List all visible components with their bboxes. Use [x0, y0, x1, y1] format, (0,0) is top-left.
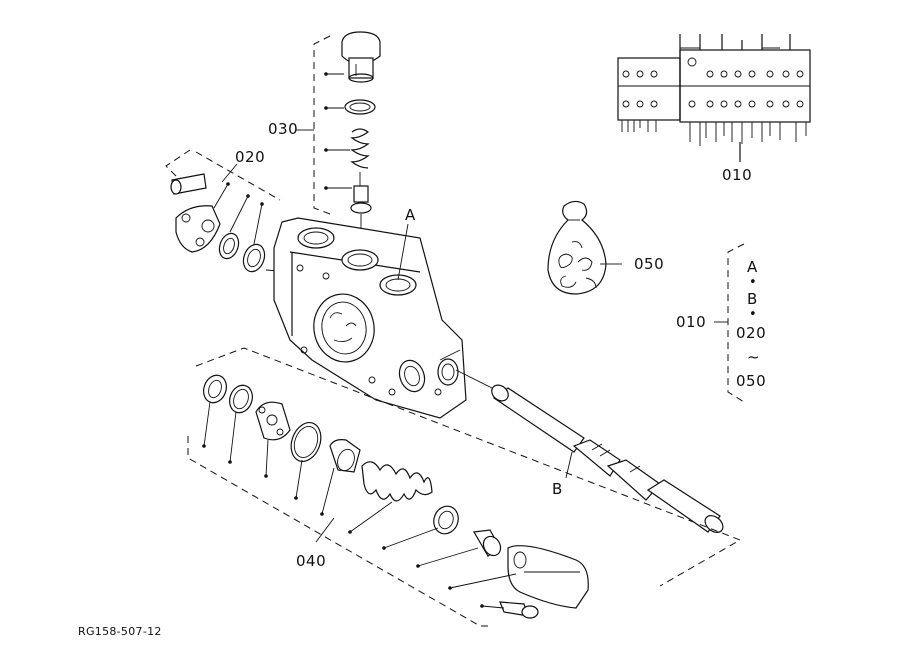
legend-range-tilde: ~ [747, 348, 761, 366]
callout-010-side: 010 [676, 313, 707, 331]
spool [455, 369, 724, 533]
thumbnail-ports [622, 57, 804, 108]
reference-a: A [405, 206, 416, 224]
valve-body [273, 217, 467, 419]
legend-item-020: 020 [736, 324, 767, 342]
kit-legend-bracket [714, 243, 745, 403]
legend-separator: • [749, 275, 758, 290]
reference-leaders [296, 129, 409, 281]
spool-end-group [187, 347, 742, 627]
reference-b: B [552, 480, 563, 498]
drawing-code: RG158-507-12 [78, 625, 162, 638]
valve-assembly-thumbnail [617, 34, 811, 162]
side-plug-group [165, 149, 293, 273]
relief-valve-group [302, 31, 381, 252]
callout-020: 020 [235, 148, 266, 166]
callout-030: 030 [268, 120, 299, 138]
thumbnail-spool-tops [680, 34, 791, 50]
callout-040: 040 [296, 552, 327, 570]
legend-item-b: B [747, 290, 758, 308]
callout-050: 050 [634, 255, 665, 273]
seal-kit-bag [547, 200, 622, 295]
legend-item-050: 050 [736, 372, 767, 390]
callout-010-top: 010 [722, 166, 753, 184]
thumbnail-spool-bottoms [621, 120, 807, 146]
legend-item-a: A [747, 258, 758, 276]
legend-separator: • [749, 307, 758, 322]
